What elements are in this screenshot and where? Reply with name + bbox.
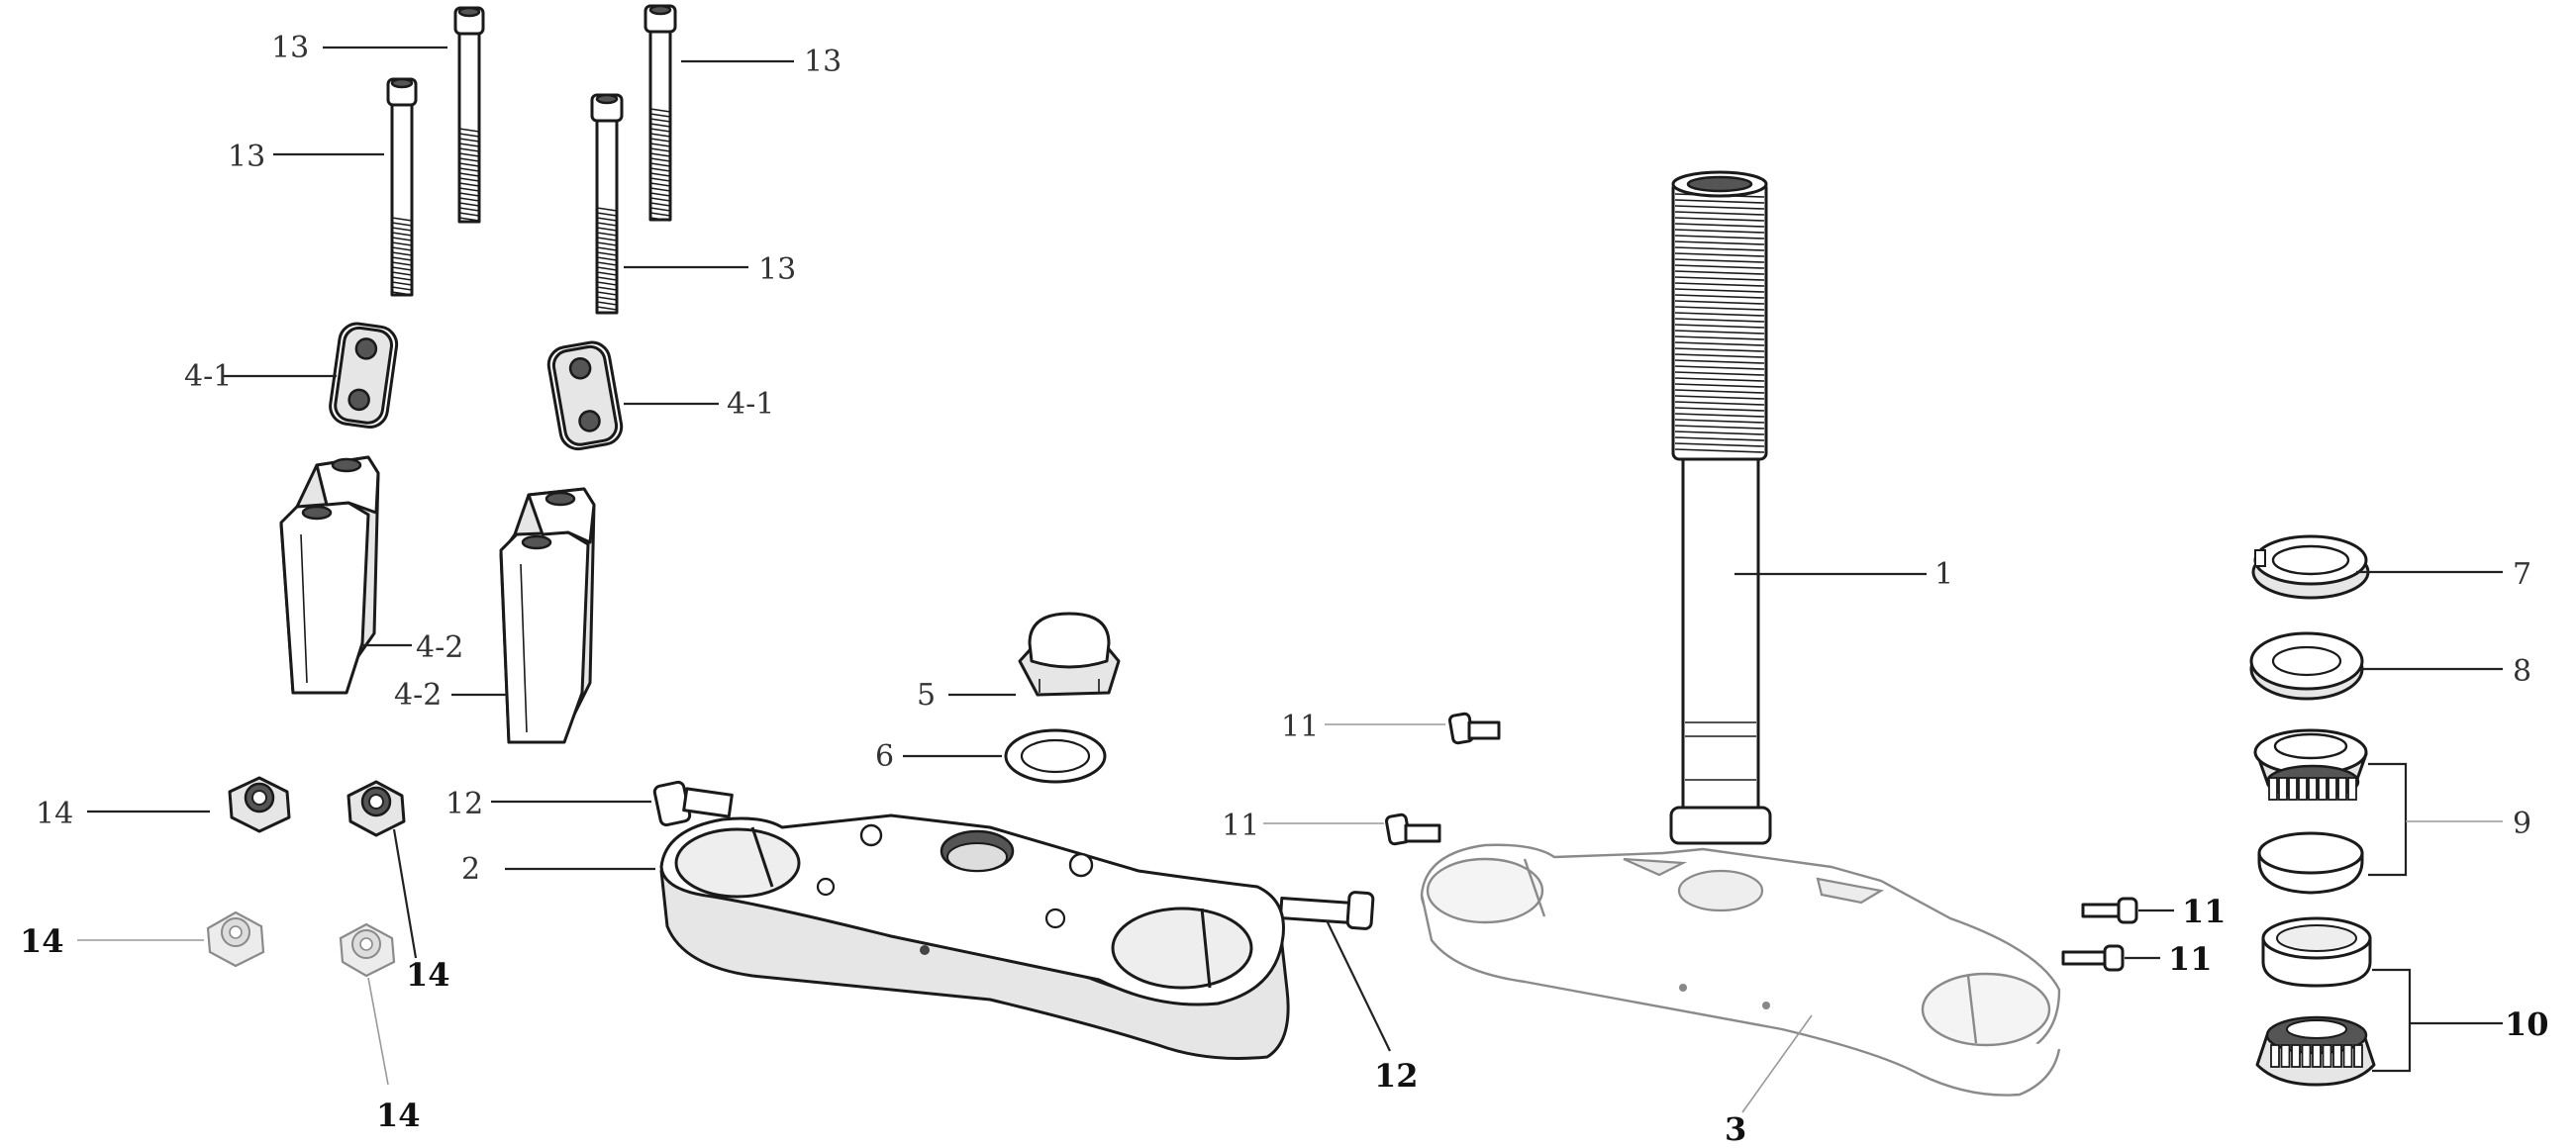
label-14-b: 14 xyxy=(20,922,64,960)
part-13-bolt-b xyxy=(644,4,677,222)
part-14-nut-b xyxy=(347,780,406,837)
label-12-b: 12 xyxy=(1374,1057,1419,1095)
label-1: 1 xyxy=(1934,557,1953,592)
part-13-bolt-c xyxy=(386,77,418,297)
label-4-1-right: 4-1 xyxy=(727,387,774,422)
label-14-d: 14 xyxy=(376,1097,421,1134)
label-9: 9 xyxy=(2513,807,2531,841)
label-10: 10 xyxy=(2505,1005,2549,1043)
part-4-1-clamp-left xyxy=(329,322,399,429)
part-14-nut-a xyxy=(228,776,291,833)
part-4-2-riser-left xyxy=(279,455,380,695)
label-11-a: 11 xyxy=(1281,710,1319,744)
label-4-2-left: 4-2 xyxy=(416,630,463,665)
part-9-upper-bearing xyxy=(2253,728,2368,895)
label-12-a: 12 xyxy=(446,787,483,821)
part-1-steering-stem xyxy=(1669,170,1772,845)
label-13-a: 13 xyxy=(271,31,309,65)
part-2-upper-triple-clamp xyxy=(659,813,1290,1060)
part-4-1-clamp-right xyxy=(546,340,624,451)
label-14-a: 14 xyxy=(36,797,73,831)
label-4-1-left: 4-1 xyxy=(184,359,232,394)
label-13-b: 13 xyxy=(804,45,842,79)
part-3-lower-triple-clamp xyxy=(1420,843,2061,1097)
label-2: 2 xyxy=(461,852,480,887)
part-11-screw-b xyxy=(1385,813,1441,846)
part-11-screw-d xyxy=(2061,944,2125,972)
label-6: 6 xyxy=(875,739,894,774)
part-12-bolt-top xyxy=(652,780,734,827)
label-13-c: 13 xyxy=(228,140,265,174)
label-8: 8 xyxy=(2513,654,2531,689)
label-13-d: 13 xyxy=(758,252,796,287)
label-11-c: 11 xyxy=(2182,893,2227,930)
part-11-screw-c xyxy=(2081,897,2138,924)
part-7-adjusting-nut xyxy=(2251,534,2370,600)
part-13-bolt-d xyxy=(590,93,624,315)
label-11-b: 11 xyxy=(1222,809,1259,843)
part-10-lower-bearing xyxy=(2255,916,2376,1087)
label-7: 7 xyxy=(2513,557,2531,592)
part-8-dust-seal xyxy=(2249,631,2364,701)
part-6-washer xyxy=(1004,728,1107,784)
part-labels: 13 13 13 13 4-1 4-1 4-2 4-2 14 14 14 14 … xyxy=(20,31,2549,1148)
part-4-2-riser-right xyxy=(499,487,596,744)
label-14-c: 14 xyxy=(406,956,450,994)
label-11-d: 11 xyxy=(2168,940,2213,978)
bolt-threads xyxy=(391,108,671,311)
part-14-nut-d xyxy=(339,922,396,978)
label-3: 3 xyxy=(1725,1110,1746,1144)
leader-lines xyxy=(77,46,2503,1113)
label-5: 5 xyxy=(917,678,936,713)
label-4-2-right: 4-2 xyxy=(394,678,442,713)
part-11-screw-a xyxy=(1448,712,1501,745)
part-12-bolt-bottom xyxy=(1278,891,1375,930)
part-5-top-nut xyxy=(1018,612,1121,697)
part-14-nut-c xyxy=(206,910,265,968)
